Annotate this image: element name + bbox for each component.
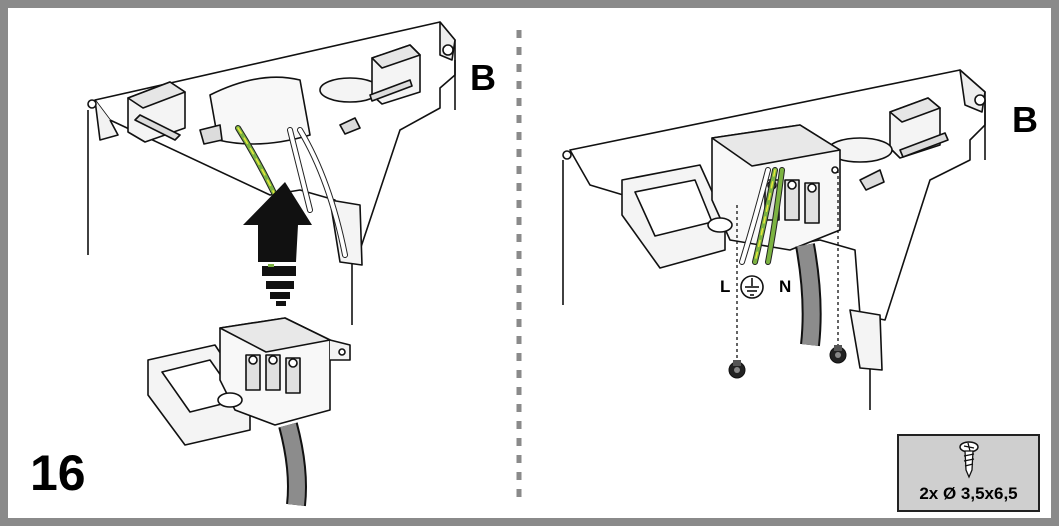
left-wires bbox=[235, 125, 348, 258]
screw-icon bbox=[728, 360, 746, 379]
wire-label-neutral: N bbox=[779, 277, 792, 296]
screw-spec-box: 2x Ø 3,5x6,5 bbox=[897, 434, 1040, 512]
label-b-left: B bbox=[470, 57, 496, 98]
ground-symbol-icon bbox=[740, 275, 764, 299]
right-wires bbox=[739, 167, 785, 265]
right-junction-box bbox=[621, 124, 841, 269]
screw-spec-text: 2x Ø 3,5x6,5 bbox=[919, 484, 1018, 503]
step-number: 16 bbox=[30, 445, 86, 501]
wire-label-live: L bbox=[720, 277, 731, 296]
screw-icon bbox=[829, 345, 847, 364]
left-junction-box bbox=[147, 317, 351, 446]
left-hood-bracket bbox=[87, 21, 456, 325]
screw-icon bbox=[959, 441, 979, 479]
label-b-right: B bbox=[1012, 99, 1038, 140]
up-arrow-icon bbox=[243, 182, 312, 306]
